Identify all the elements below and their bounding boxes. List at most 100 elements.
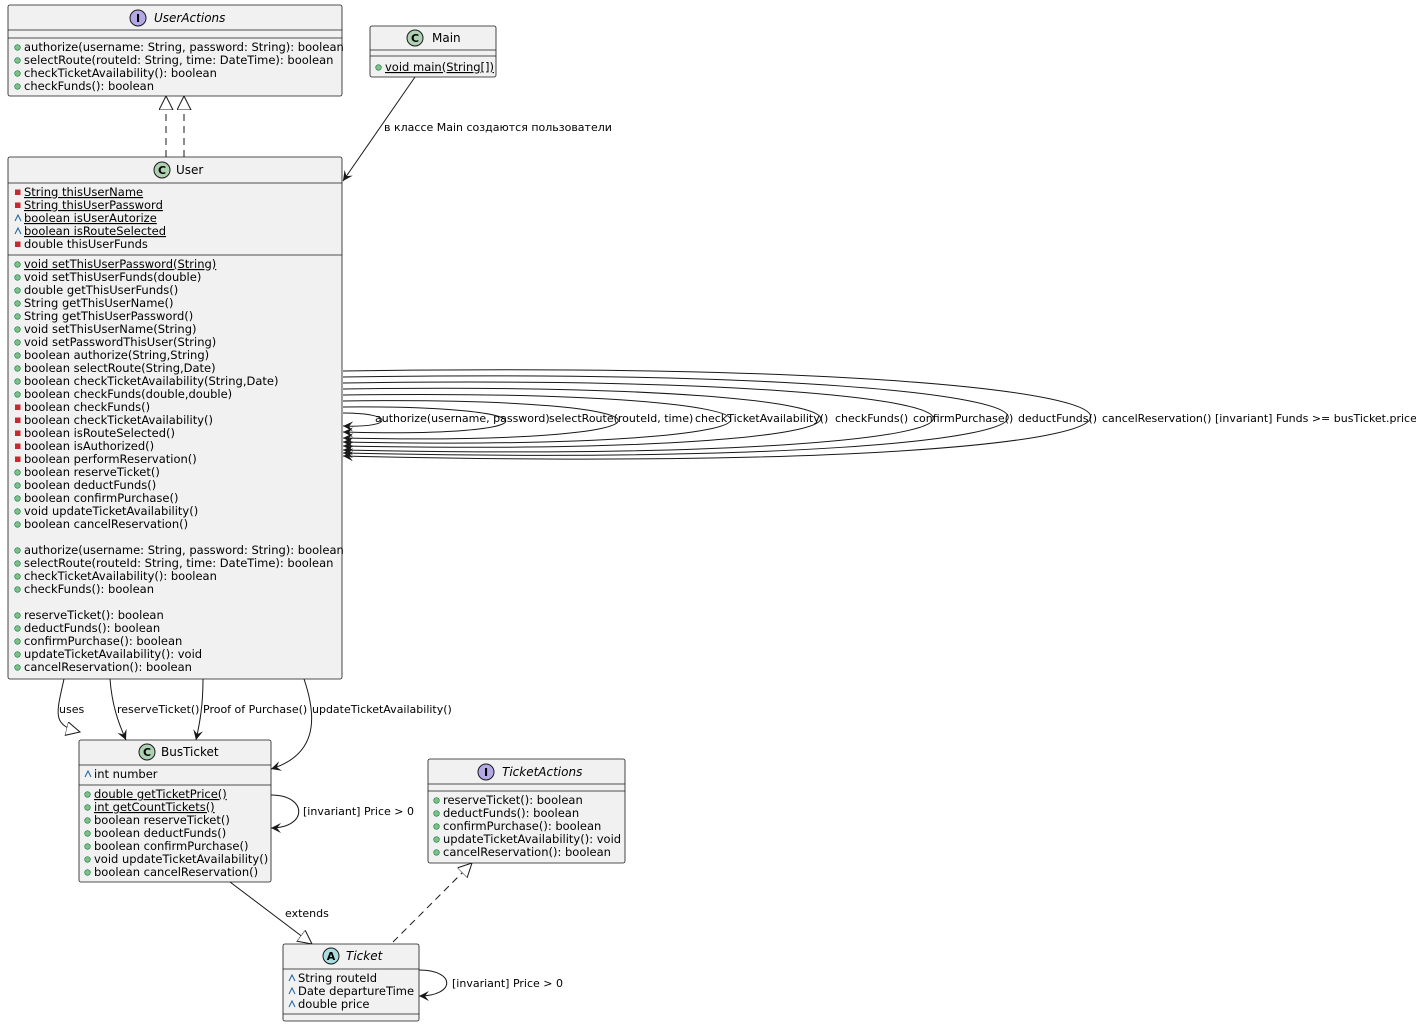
- member-text: boolean isRouteSelected(): [24, 426, 175, 440]
- class-member: reserveTicket(): boolean: [433, 793, 583, 807]
- label-ticket-invariant: [invariant] Price > 0: [452, 977, 563, 990]
- class-name: BusTicket: [161, 745, 219, 759]
- label-reserve: reserveTicket(): [117, 703, 199, 716]
- package-visibility-icon: [14, 213, 22, 222]
- class-member: void main(String[]): [375, 60, 494, 74]
- class-useractions[interactable]: I UserActions authorize(username: String…: [7, 4, 344, 97]
- class-member: void updateTicketAvailability(): [84, 852, 268, 866]
- public-visibility-icon: [375, 64, 382, 71]
- class-member: boolean checkFunds(double,double): [14, 387, 232, 401]
- public-visibility-icon: [14, 57, 21, 64]
- class-member: deductFunds(): boolean: [14, 621, 160, 635]
- class-member: selectRoute(routeId: String, time: DateT…: [14, 556, 333, 570]
- private-visibility-icon: [15, 202, 21, 208]
- member-text: String thisUserName: [24, 185, 143, 199]
- class-letter: C: [158, 164, 166, 177]
- class-main[interactable]: C Main void main(String[]): [369, 25, 497, 78]
- member-text: String routeId: [298, 971, 377, 985]
- class-member: checkFunds(): boolean: [14, 582, 154, 596]
- class-member: double thisUserFunds: [15, 237, 148, 251]
- class-ticketactions[interactable]: I TicketActions reserveTicket(): boolean…: [427, 758, 626, 864]
- class-member: boolean checkTicketAvailability(): [15, 413, 213, 427]
- public-visibility-icon: [84, 856, 91, 863]
- member-text: double getThisUserFunds(): [24, 283, 178, 297]
- edge-user-proof-busticket: [193, 678, 204, 741]
- member-text: boolean cancelReservation(): [24, 517, 188, 531]
- class-member: boolean checkTicketAvailability(String,D…: [14, 374, 278, 388]
- class-member: boolean isRouteSelected: [14, 224, 166, 238]
- member-text: boolean checkFunds(double,double): [24, 387, 232, 401]
- class-member: checkTicketAvailability(): boolean: [14, 569, 217, 583]
- class-name: TicketActions: [502, 765, 582, 779]
- class-name: Main: [432, 31, 461, 45]
- label-bus-invariant: [invariant] Price > 0: [303, 805, 414, 818]
- class-member: boolean deductFunds(): [14, 478, 156, 492]
- label-proof: Proof of Purchase(): [203, 703, 307, 716]
- public-visibility-icon: [14, 378, 21, 385]
- member-text: String thisUserPassword: [24, 198, 163, 212]
- public-visibility-icon: [14, 625, 21, 632]
- package-visibility-icon: [288, 973, 296, 982]
- user-self-loops: authorize(username, password) selectRout…: [342, 369, 1416, 462]
- member-text: updateTicketAvailability(): void: [24, 647, 202, 661]
- class-member: int number: [84, 767, 158, 781]
- member-text: reserveTicket(): boolean: [24, 608, 164, 622]
- edge-main-to-user: [342, 76, 416, 182]
- class-member: authorize(username: String, password: St…: [14, 543, 344, 557]
- public-visibility-icon: [433, 810, 440, 817]
- label-main-to-user: в классе Main создаются пользователи: [384, 121, 612, 134]
- public-visibility-icon: [14, 560, 21, 567]
- class-member: reserveTicket(): boolean: [14, 608, 164, 622]
- self-loop-7: [342, 375, 1009, 459]
- class-member: boolean isAuthorized(): [15, 439, 154, 453]
- class-member: void setThisUserFunds(double): [14, 270, 201, 284]
- member-text: checkTicketAvailability(): boolean: [24, 569, 217, 583]
- member-text: boolean checkFunds(): [24, 400, 150, 414]
- public-visibility-icon: [14, 352, 21, 359]
- public-visibility-icon: [84, 830, 91, 837]
- public-visibility-icon: [14, 664, 21, 671]
- private-visibility-icon: [15, 456, 21, 462]
- member-text: updateTicketAvailability(): void: [443, 832, 621, 846]
- member-text: boolean isRouteSelected: [24, 224, 166, 238]
- public-visibility-icon: [14, 651, 21, 658]
- member-text: void setThisUserFunds(double): [24, 270, 201, 284]
- private-visibility-icon: [15, 443, 21, 449]
- member-text: confirmPurchase(): boolean: [443, 819, 601, 833]
- member-text: boolean deductFunds(): [24, 478, 156, 492]
- class-member: void setThisUserName(String): [14, 322, 197, 336]
- member-text: checkFunds(): boolean: [24, 582, 154, 596]
- public-visibility-icon: [433, 836, 440, 843]
- class-busticket[interactable]: C BusTicket int number double getTicketP…: [78, 739, 272, 883]
- public-visibility-icon: [14, 573, 21, 580]
- public-visibility-icon: [84, 843, 91, 850]
- class-name: User: [176, 163, 203, 177]
- public-visibility-icon: [14, 70, 21, 77]
- class-member: String routeId: [288, 971, 377, 985]
- public-visibility-icon: [84, 804, 91, 811]
- self-label-8: [invariant] Funds >= busTicket.price: [1215, 412, 1416, 425]
- member-text: boolean checkTicketAvailability(String,D…: [24, 374, 278, 388]
- public-visibility-icon: [84, 791, 91, 798]
- class-member: int getCountTickets(): [84, 800, 215, 814]
- public-visibility-icon: [14, 313, 21, 320]
- member-text: boolean selectRoute(String,Date): [24, 361, 216, 375]
- interface-letter: I: [136, 12, 140, 25]
- member-text: checkTicketAvailability(): boolean: [24, 66, 217, 80]
- class-member: void setThisUserPassword(String): [14, 257, 216, 271]
- member-text: reserveTicket(): boolean: [443, 793, 583, 807]
- class-member: checkTicketAvailability(): boolean: [14, 66, 217, 80]
- class-member: String getThisUserPassword(): [14, 309, 193, 323]
- class-member: updateTicketAvailability(): void: [14, 647, 202, 661]
- class-member: double price: [288, 997, 369, 1011]
- private-visibility-icon: [15, 189, 21, 195]
- class-member: boolean cancelReservation(): [14, 517, 188, 531]
- member-text: deductFunds(): boolean: [24, 621, 160, 635]
- member-text: deductFunds(): boolean: [443, 806, 579, 820]
- class-member: boolean authorize(String,String): [14, 348, 209, 362]
- member-text: int number: [94, 767, 158, 781]
- label-uses: uses: [59, 703, 84, 716]
